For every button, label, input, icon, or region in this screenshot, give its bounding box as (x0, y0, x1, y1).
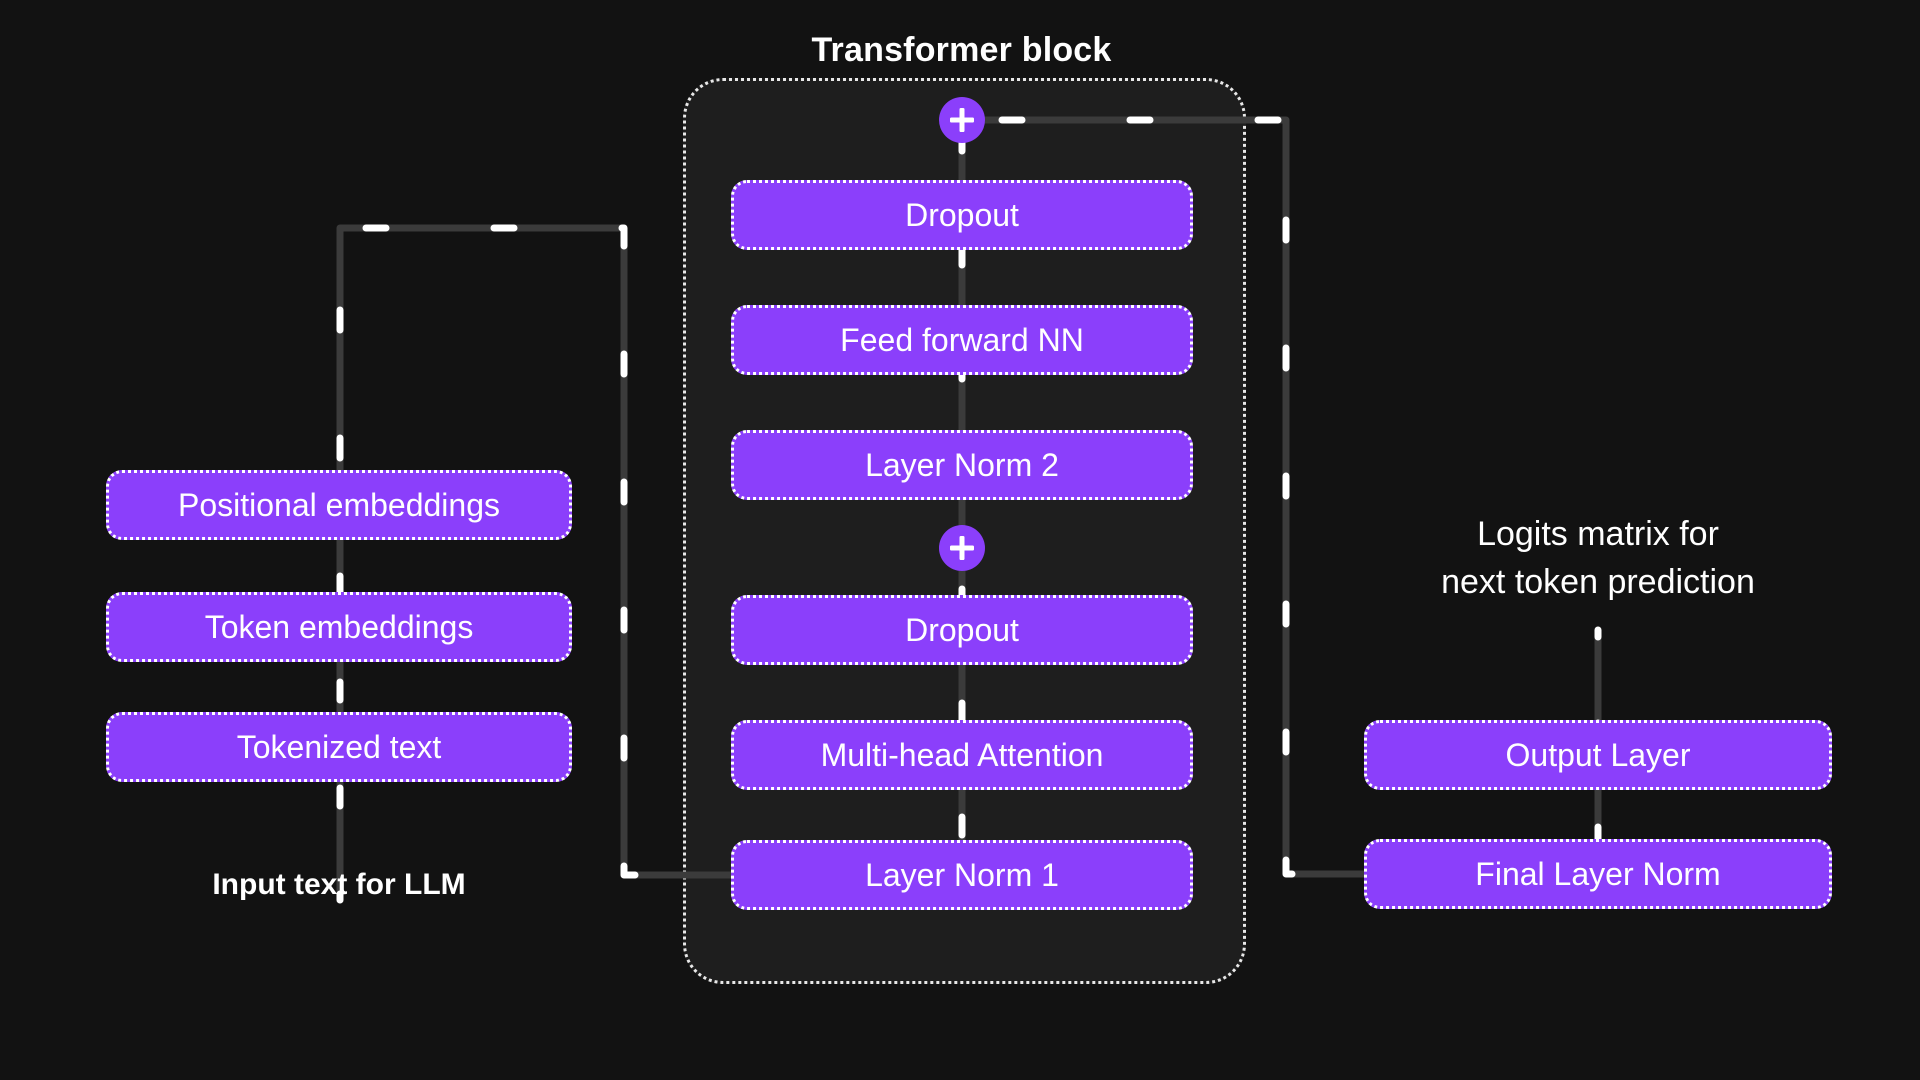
node-dropout-upper[interactable]: Dropout (731, 180, 1193, 250)
caption-input-text: Input text for LLM (212, 868, 466, 901)
node-positional-embeddings[interactable]: Positional embeddings (106, 470, 572, 540)
node-final-layer-norm[interactable]: Final Layer Norm (1364, 839, 1832, 909)
caption-logits-line-1: Logits matrix for (1477, 515, 1719, 553)
plus-icon (950, 108, 974, 132)
caption-logits-line-2: next token prediction (1441, 563, 1755, 602)
node-dropout-lower[interactable]: Dropout (731, 595, 1193, 665)
plus-icon (950, 536, 974, 560)
node-token-embeddings[interactable]: Token embeddings (106, 592, 572, 662)
caption-logits-matrix: Logits matrix for next token prediction (1348, 510, 1848, 607)
node-multi-head-attention[interactable]: Multi-head Attention (731, 720, 1193, 790)
upper-residual-add[interactable] (939, 97, 985, 143)
transformer-block-title: Transformer block (811, 30, 1112, 69)
lower-residual-add[interactable] (939, 525, 985, 571)
node-feed-forward-nn[interactable]: Feed forward NN (731, 305, 1193, 375)
node-tokenized-text[interactable]: Tokenized text (106, 712, 572, 782)
node-layer-norm-1[interactable]: Layer Norm 1 (731, 840, 1193, 910)
node-layer-norm-2[interactable]: Layer Norm 2 (731, 430, 1193, 500)
node-output-layer[interactable]: Output Layer (1364, 720, 1832, 790)
